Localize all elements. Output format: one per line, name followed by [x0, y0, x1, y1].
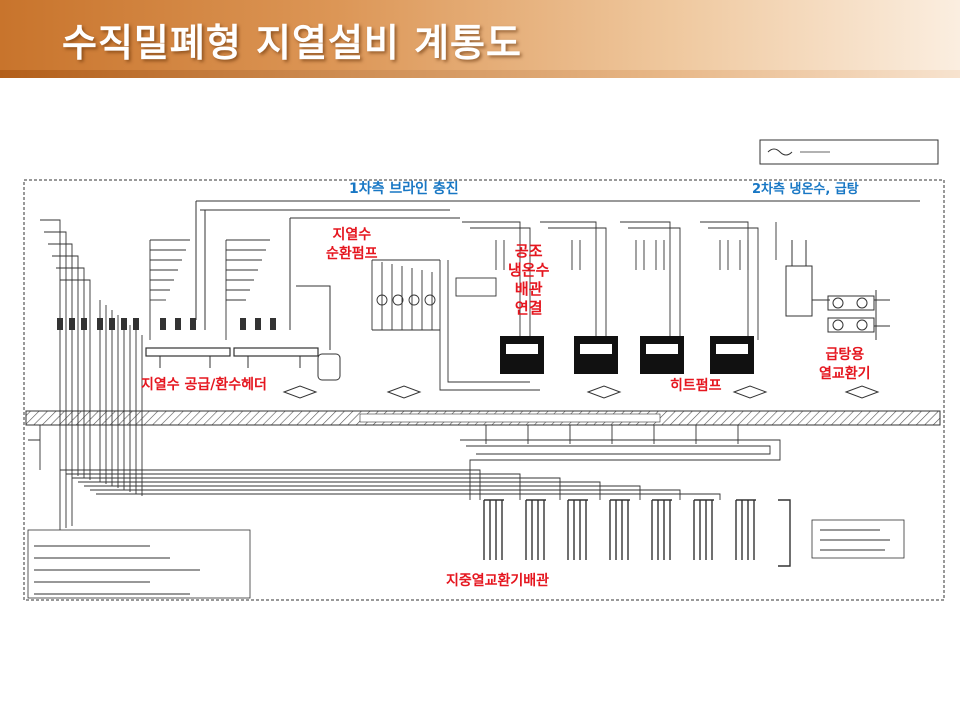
label-heat-pump: 히트펌프 [670, 378, 722, 394]
label-circ-pump: 지열수 순환펌프 [326, 227, 378, 262]
label-ground-exchanger: 지중열교환기배관 [446, 573, 550, 589]
ground-note-box [359, 413, 661, 423]
label-secondary-supply: 2차측 냉온수, 급탕 [752, 182, 859, 197]
heat-pump-4 [710, 336, 754, 374]
notes-box [27, 529, 251, 599]
ground-piping [28, 425, 781, 530]
heat-pump-units [500, 336, 754, 374]
return-header [145, 347, 231, 357]
slide-title: 수직밀폐형 지열설비 계통도 [62, 21, 522, 65]
label-dhw-exchanger: 급탕용 열교환기 [819, 347, 871, 382]
heat-pump-risers [462, 221, 777, 340]
dhw-heat-exchanger [785, 240, 890, 340]
left-pipe-bundle [40, 219, 270, 496]
label-hvac-connection: 공조 냉온수 배관 연결 [508, 242, 550, 317]
left-valves [57, 318, 276, 330]
title-band [0, 0, 960, 78]
heat-pump-3 [640, 336, 684, 374]
top-mains [195, 200, 920, 330]
supply-header [233, 347, 319, 357]
label-primary-brine: 1차측 브라인 충진 [349, 181, 459, 197]
legend-box [759, 139, 939, 165]
drawing-border [23, 179, 945, 601]
label-header: 지열수 공급/환수헤더 [141, 377, 267, 393]
circulation-pump-group [371, 259, 540, 391]
boreholes [483, 499, 791, 567]
spec-box [811, 519, 905, 559]
heat-pump-2 [574, 336, 618, 374]
equipment-tags [282, 385, 880, 399]
heat-pump-1 [500, 336, 544, 374]
expansion-tank [317, 353, 341, 381]
